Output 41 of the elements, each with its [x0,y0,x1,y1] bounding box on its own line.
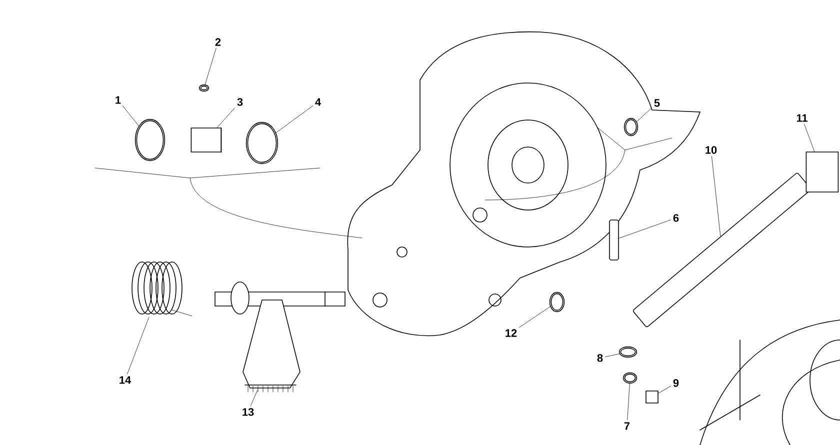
callout-number: 6 [673,214,679,222]
leader-line [250,390,258,406]
callout-number: 8 [597,354,603,362]
callout-number: 9 [673,379,679,387]
needle-bearing [190,128,222,152]
kick-gear-shaft-drawing [214,282,346,392]
nut [646,390,658,404]
callout-number: 12 [506,329,517,337]
leader-line [711,156,721,237]
bolt [609,220,619,260]
leader-line [519,306,552,328]
seal-ring [134,118,166,162]
washer [618,346,638,358]
callout-number: 7 [624,422,630,430]
kick-lever [633,172,811,328]
spring-drawing [132,262,192,316]
seal-ring [246,122,278,164]
callout-number: 1 [116,96,121,104]
leader-line [122,106,140,127]
callout-number: 14 [120,376,132,384]
leader-line [204,48,216,86]
leader-line [636,108,652,122]
callout-number: 13 [242,408,254,416]
callout-number: 2 [215,38,221,46]
leader-line [605,353,620,358]
leader-line [804,124,815,152]
washer [549,292,565,312]
leader-line [658,386,671,394]
clip [198,84,210,92]
callout-number: 4 [315,98,321,106]
leader-line [127,317,150,374]
callout-number: 5 [654,99,660,107]
leader-line [627,382,630,420]
callout-number: 11 [796,114,808,122]
circlip [622,372,638,384]
leader-line [275,106,313,134]
callout-number: 3 [237,98,243,106]
leader-line [216,108,235,128]
callout-number: 10 [706,146,717,154]
lever-grip [806,152,839,192]
cap [624,118,638,136]
